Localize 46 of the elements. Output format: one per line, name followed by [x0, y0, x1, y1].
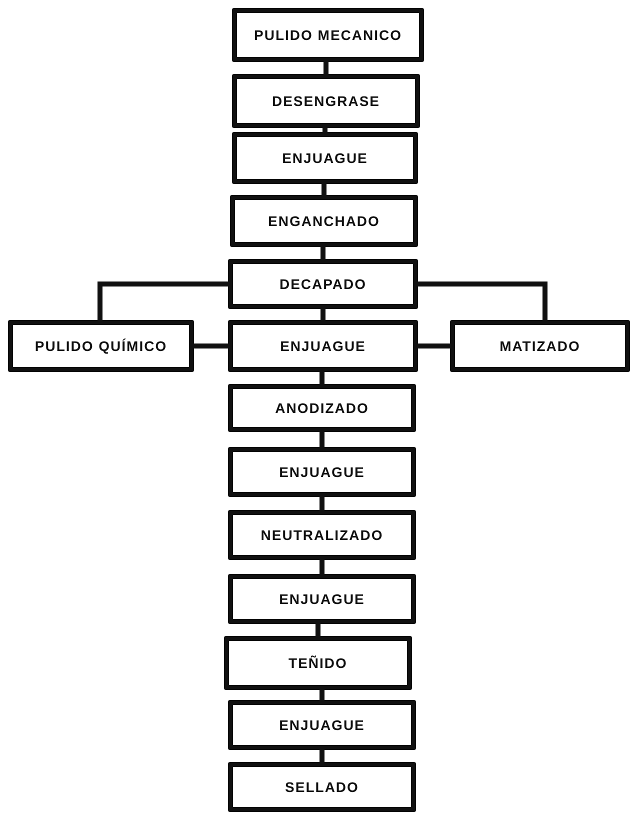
- connector-line: [322, 184, 326, 195]
- process-box: [224, 636, 412, 690]
- step-label: ENJUAGUE: [279, 717, 365, 733]
- connector-line: [320, 690, 324, 700]
- connector-line: [320, 497, 324, 510]
- step-label: DESENGRASE: [272, 93, 380, 109]
- connector-line: [418, 282, 548, 320]
- connector-line: [320, 560, 324, 574]
- connector-line: [320, 372, 324, 384]
- process-box: [232, 74, 420, 128]
- step-label: ENJUAGUE: [282, 150, 368, 166]
- process-box: [228, 384, 416, 432]
- process-box: [228, 700, 416, 750]
- process-box: [232, 8, 424, 62]
- connector-line: [320, 432, 324, 447]
- connector-line: [418, 344, 450, 348]
- step-label: ENJUAGUE: [280, 338, 366, 354]
- process-box: [232, 132, 418, 184]
- step-label: DECAPADO: [279, 276, 367, 292]
- process-box: [450, 320, 630, 372]
- step-label: ENJUAGUE: [279, 591, 365, 607]
- step-label: SELLADO: [285, 779, 359, 795]
- step-label: NEUTRALIZADO: [260, 527, 384, 543]
- connector-line: [320, 247, 326, 259]
- step-label: ENJUAGUE: [279, 464, 365, 480]
- connector-line: [194, 344, 228, 348]
- step-label: TEÑIDO: [288, 655, 348, 671]
- step-label: PULIDO QUÍMICO: [34, 338, 168, 354]
- step-label: PULIDO MECANICO: [254, 27, 402, 43]
- connector-line: [324, 62, 328, 74]
- step-label: ANODIZADO: [275, 400, 369, 416]
- process-box: [228, 259, 418, 309]
- process-box: [228, 762, 416, 812]
- process-box: [228, 510, 416, 560]
- connector-line: [316, 624, 320, 636]
- step-label: ENGANCHADO: [268, 213, 380, 229]
- connector-line: [98, 282, 228, 320]
- connector-line: [320, 309, 326, 320]
- process-box: [228, 447, 416, 497]
- connector-line: [320, 750, 324, 762]
- process-box: [8, 320, 194, 372]
- step-label: MATIZADO: [500, 338, 580, 354]
- process-box: [230, 195, 418, 247]
- process-box: [228, 320, 418, 372]
- connector-line: [322, 128, 328, 132]
- process-box: [228, 574, 416, 624]
